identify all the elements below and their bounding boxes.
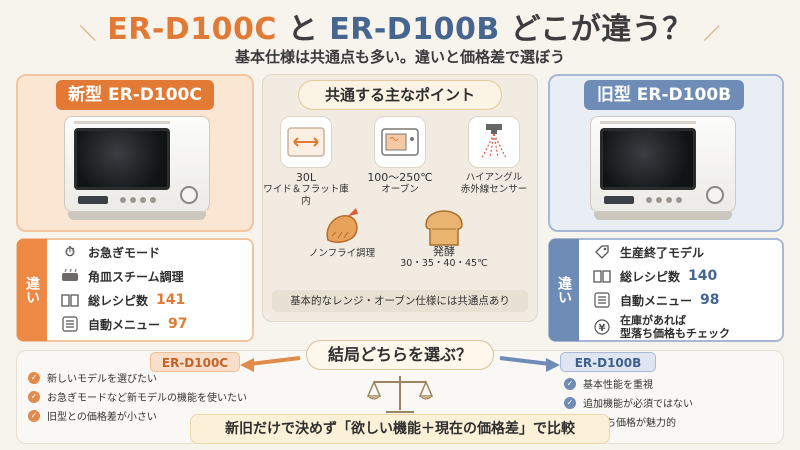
feature-sensor: ハイアングル 赤外線センサー bbox=[460, 172, 528, 195]
conclusion-banner: 新旧だけで決めず「欲しい機能＋現在の価格差」で比較 bbox=[190, 414, 610, 444]
auto-menu-count-old: 98 bbox=[700, 292, 720, 308]
check-item-extra: 型落ち価格が魅力的 bbox=[586, 418, 676, 429]
diff-row-recipes: 総レシピ数 140 bbox=[592, 264, 782, 288]
check-icon: ✓ bbox=[28, 371, 40, 384]
new-model-badge: 新型 ER-D100C bbox=[56, 80, 214, 110]
choice-list-new: ✓新しいモデルを選びたい ✓お急ぎモードなど新モデルの機能を使いたい ✓旧型との… bbox=[28, 368, 298, 425]
svg-text:¥: ¥ bbox=[599, 323, 606, 334]
recipe-count-old: 140 bbox=[688, 268, 718, 284]
feature-capacity: 30L ワイド＆フラット庫内 bbox=[263, 171, 349, 208]
wide-flat-chamber-icon bbox=[280, 116, 332, 168]
arrow-right-icon bbox=[546, 358, 560, 372]
page-subtitle: 基本仕様は共通点も多い。違いと価格差で選ぼう bbox=[234, 48, 565, 66]
new-model-differences bbox=[16, 238, 254, 342]
sparkle-icon: ／ bbox=[703, 24, 721, 43]
auto-menu-count-new: 97 bbox=[168, 316, 188, 332]
sparkle-icon: ＼ bbox=[79, 24, 97, 43]
title-connector: と bbox=[287, 12, 319, 47]
check-item: ✓お急ぎモードなど新モデルの機能を使いたい bbox=[28, 387, 298, 406]
common-points-title: 共通する主なポイント bbox=[298, 80, 502, 110]
yen-icon: ¥ bbox=[592, 318, 612, 336]
menu-list-icon bbox=[60, 315, 80, 333]
scale-icon bbox=[366, 376, 434, 413]
check-icon: ✓ bbox=[564, 377, 576, 390]
tray-icon bbox=[60, 267, 80, 285]
check-item: ✓旧型との価格差が小さい bbox=[28, 406, 298, 425]
choice-tag-old: ER-D100B bbox=[560, 352, 656, 372]
infrared-sensor-icon bbox=[468, 116, 520, 168]
title-model-old: ER-D100B bbox=[329, 12, 500, 47]
check-item: ✓新しいモデルを選びたい bbox=[28, 368, 298, 387]
feature-oven: 100〜250℃ オーブン bbox=[367, 171, 433, 196]
diff-row-steam-tray: 角皿スチーム調理 bbox=[60, 264, 250, 288]
arrow-left-icon bbox=[240, 358, 254, 372]
choice-tag-new: ER-D100C bbox=[150, 352, 240, 372]
microwave-old-image bbox=[590, 116, 736, 222]
bread-icon bbox=[418, 202, 470, 254]
diff-row-auto-menu: 自動メニュー 97 bbox=[60, 312, 250, 336]
title-model-new: ER-D100C bbox=[107, 12, 277, 47]
title-question: どこが違う？ bbox=[510, 12, 693, 47]
old-model-badge: 旧型 ER-D100B bbox=[584, 80, 744, 110]
recipe-count-new: 141 bbox=[156, 292, 186, 308]
diff-row-discontinued: 生産終了モデル bbox=[592, 240, 782, 264]
book-icon bbox=[592, 267, 612, 285]
timer-icon: ⏱ bbox=[64, 244, 76, 260]
feature-ferment: 発酵 30・35・40・45℃ bbox=[400, 245, 488, 270]
old-model-diff-list: 生産終了モデル 総レシピ数 140 自動メニュー 98 ¥ 在庫があれば 型落ち… bbox=[592, 240, 782, 342]
fried-shrimp-icon bbox=[316, 202, 368, 254]
check-item: ✓追加機能が必須ではない bbox=[564, 393, 774, 412]
common-note: 基本的なレンジ・オーブン仕様には共通点あり bbox=[272, 290, 528, 312]
microwave-new-image bbox=[64, 116, 210, 222]
check-icon: ✓ bbox=[564, 396, 576, 409]
diff-row-auto-menu: 自動メニュー 98 bbox=[592, 288, 782, 312]
book-icon bbox=[60, 291, 80, 309]
oven-icon bbox=[374, 116, 426, 168]
diff-row-recipes: 総レシピ数 141 bbox=[60, 288, 250, 312]
check-icon: ✓ bbox=[28, 390, 40, 403]
feature-nonfry: ノンフライ調理 bbox=[308, 248, 376, 259]
page-title: ＼ ER-D100C と ER-D100B どこが違う？ ／ bbox=[0, 4, 800, 48]
choice-arrows bbox=[240, 356, 560, 372]
diff-row-quick-mode: ⏱ お急ぎモード bbox=[60, 240, 250, 264]
diff-row-stock-price: ¥ 在庫があれば 型落ち価格もチェック bbox=[592, 312, 782, 342]
check-icon: ✓ bbox=[28, 409, 40, 422]
old-model-diff-tag: 違い bbox=[549, 239, 579, 341]
choose-question: 結局どちらを選ぶ？ bbox=[306, 340, 494, 370]
price-tag-icon bbox=[592, 243, 612, 261]
new-model-diff-tag: 違い bbox=[17, 239, 47, 341]
choice-list-old: ✓基本性能を重視 ✓追加機能が必須ではない 型落ち価格が魅力的 bbox=[564, 374, 774, 431]
new-model-diff-list: ⏱ お急ぎモード 角皿スチーム調理 総レシピ数 141 自動メニュー 97 bbox=[60, 240, 250, 336]
check-item: ✓基本性能を重視 bbox=[564, 374, 774, 393]
menu-list-icon bbox=[592, 291, 612, 309]
old-model-differences bbox=[548, 238, 784, 342]
common-points-panel bbox=[262, 74, 538, 322]
